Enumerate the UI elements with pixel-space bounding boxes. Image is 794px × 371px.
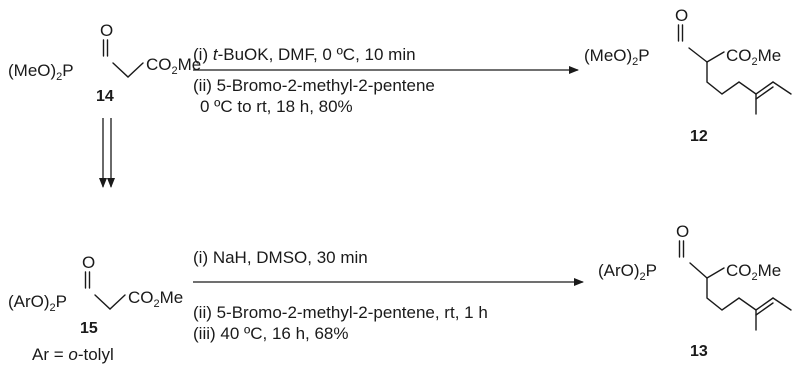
compound-label-13: 13 (690, 343, 708, 360)
reaction2-line3: (iii) 40 ºC, 16 h, 68% (193, 324, 349, 343)
c14-phosphonate-group: (MeO)2P (8, 61, 74, 83)
c12-alkene-double-bond-a (755, 81, 774, 95)
reaction1-line2: (ii) 5-Bromo-2-methyl-2-pentene (193, 76, 435, 95)
c12-ester-group: CO2Me (726, 46, 781, 68)
compound-12: O (MeO)2P CO2Me 12 (584, 6, 792, 145)
c12-p-ch-bond (688, 47, 708, 63)
c14-ester-group: CO2Me (146, 55, 201, 77)
c12-methyl-bond-a (772, 81, 792, 95)
c14-methylene-bonds (112, 62, 144, 78)
multistep-arrow (99, 118, 115, 188)
c13-phosphonate-group: (ArO)2P (598, 261, 657, 283)
c15-phosphonate-group: (ArO)2P (8, 292, 67, 314)
c13-alkene-double-bond-b (755, 302, 774, 316)
compound-15: O (ArO)2P CO2Me 15 Ar = o-tolyl (8, 253, 183, 364)
compound-label-14: 14 (96, 88, 114, 105)
c12-ch-ester-bond (706, 51, 725, 63)
c13-alkene-double-bond-a (755, 297, 774, 311)
reaction-2: (i) NaH, DMSO, 30 min (ii) 5-Bromo-2-met… (193, 248, 584, 343)
c14-oxygen: O (100, 21, 113, 40)
c15-ester-group: CO2Me (128, 288, 183, 310)
c12-oxygen: O (675, 6, 688, 25)
c13-ch-ester-bond (706, 267, 725, 279)
c13-p-ch-bond (689, 262, 708, 279)
reaction-1: (i) t-BuOK, DMF, 0 ºC, 10 min (ii) 5-Bro… (193, 45, 579, 116)
aryl-definition-note: Ar = o-tolyl (32, 345, 114, 364)
compound-13: O (ArO)2P CO2Me 13 (598, 222, 792, 360)
reaction2-line1: (i) NaH, DMSO, 30 min (193, 248, 368, 267)
reaction1-line1: (i) t-BuOK, DMF, 0 ºC, 10 min (193, 45, 416, 64)
c13-alkyl-chain (706, 277, 757, 311)
c13-methyl-bond-a (772, 297, 792, 311)
c13-ester-group: CO2Me (726, 261, 781, 283)
compound-label-15: 15 (80, 320, 98, 337)
reaction1-line3: 0 ºC to rt, 18 h, 80% (200, 97, 353, 116)
c12-alkene-double-bond-b (755, 86, 774, 100)
c15-methylene-bonds (94, 294, 126, 310)
c13-oxygen: O (676, 222, 689, 241)
c12-alkyl-chain (706, 61, 757, 95)
c12-phosphonate-group: (MeO)2P (584, 46, 650, 68)
c15-oxygen: O (82, 253, 95, 272)
reaction2-line2: (ii) 5-Bromo-2-methyl-2-pentene, rt, 1 h (193, 303, 488, 322)
compound-14: O (MeO)2P CO2Me 14 (8, 21, 201, 105)
compound-label-12: 12 (690, 128, 708, 145)
